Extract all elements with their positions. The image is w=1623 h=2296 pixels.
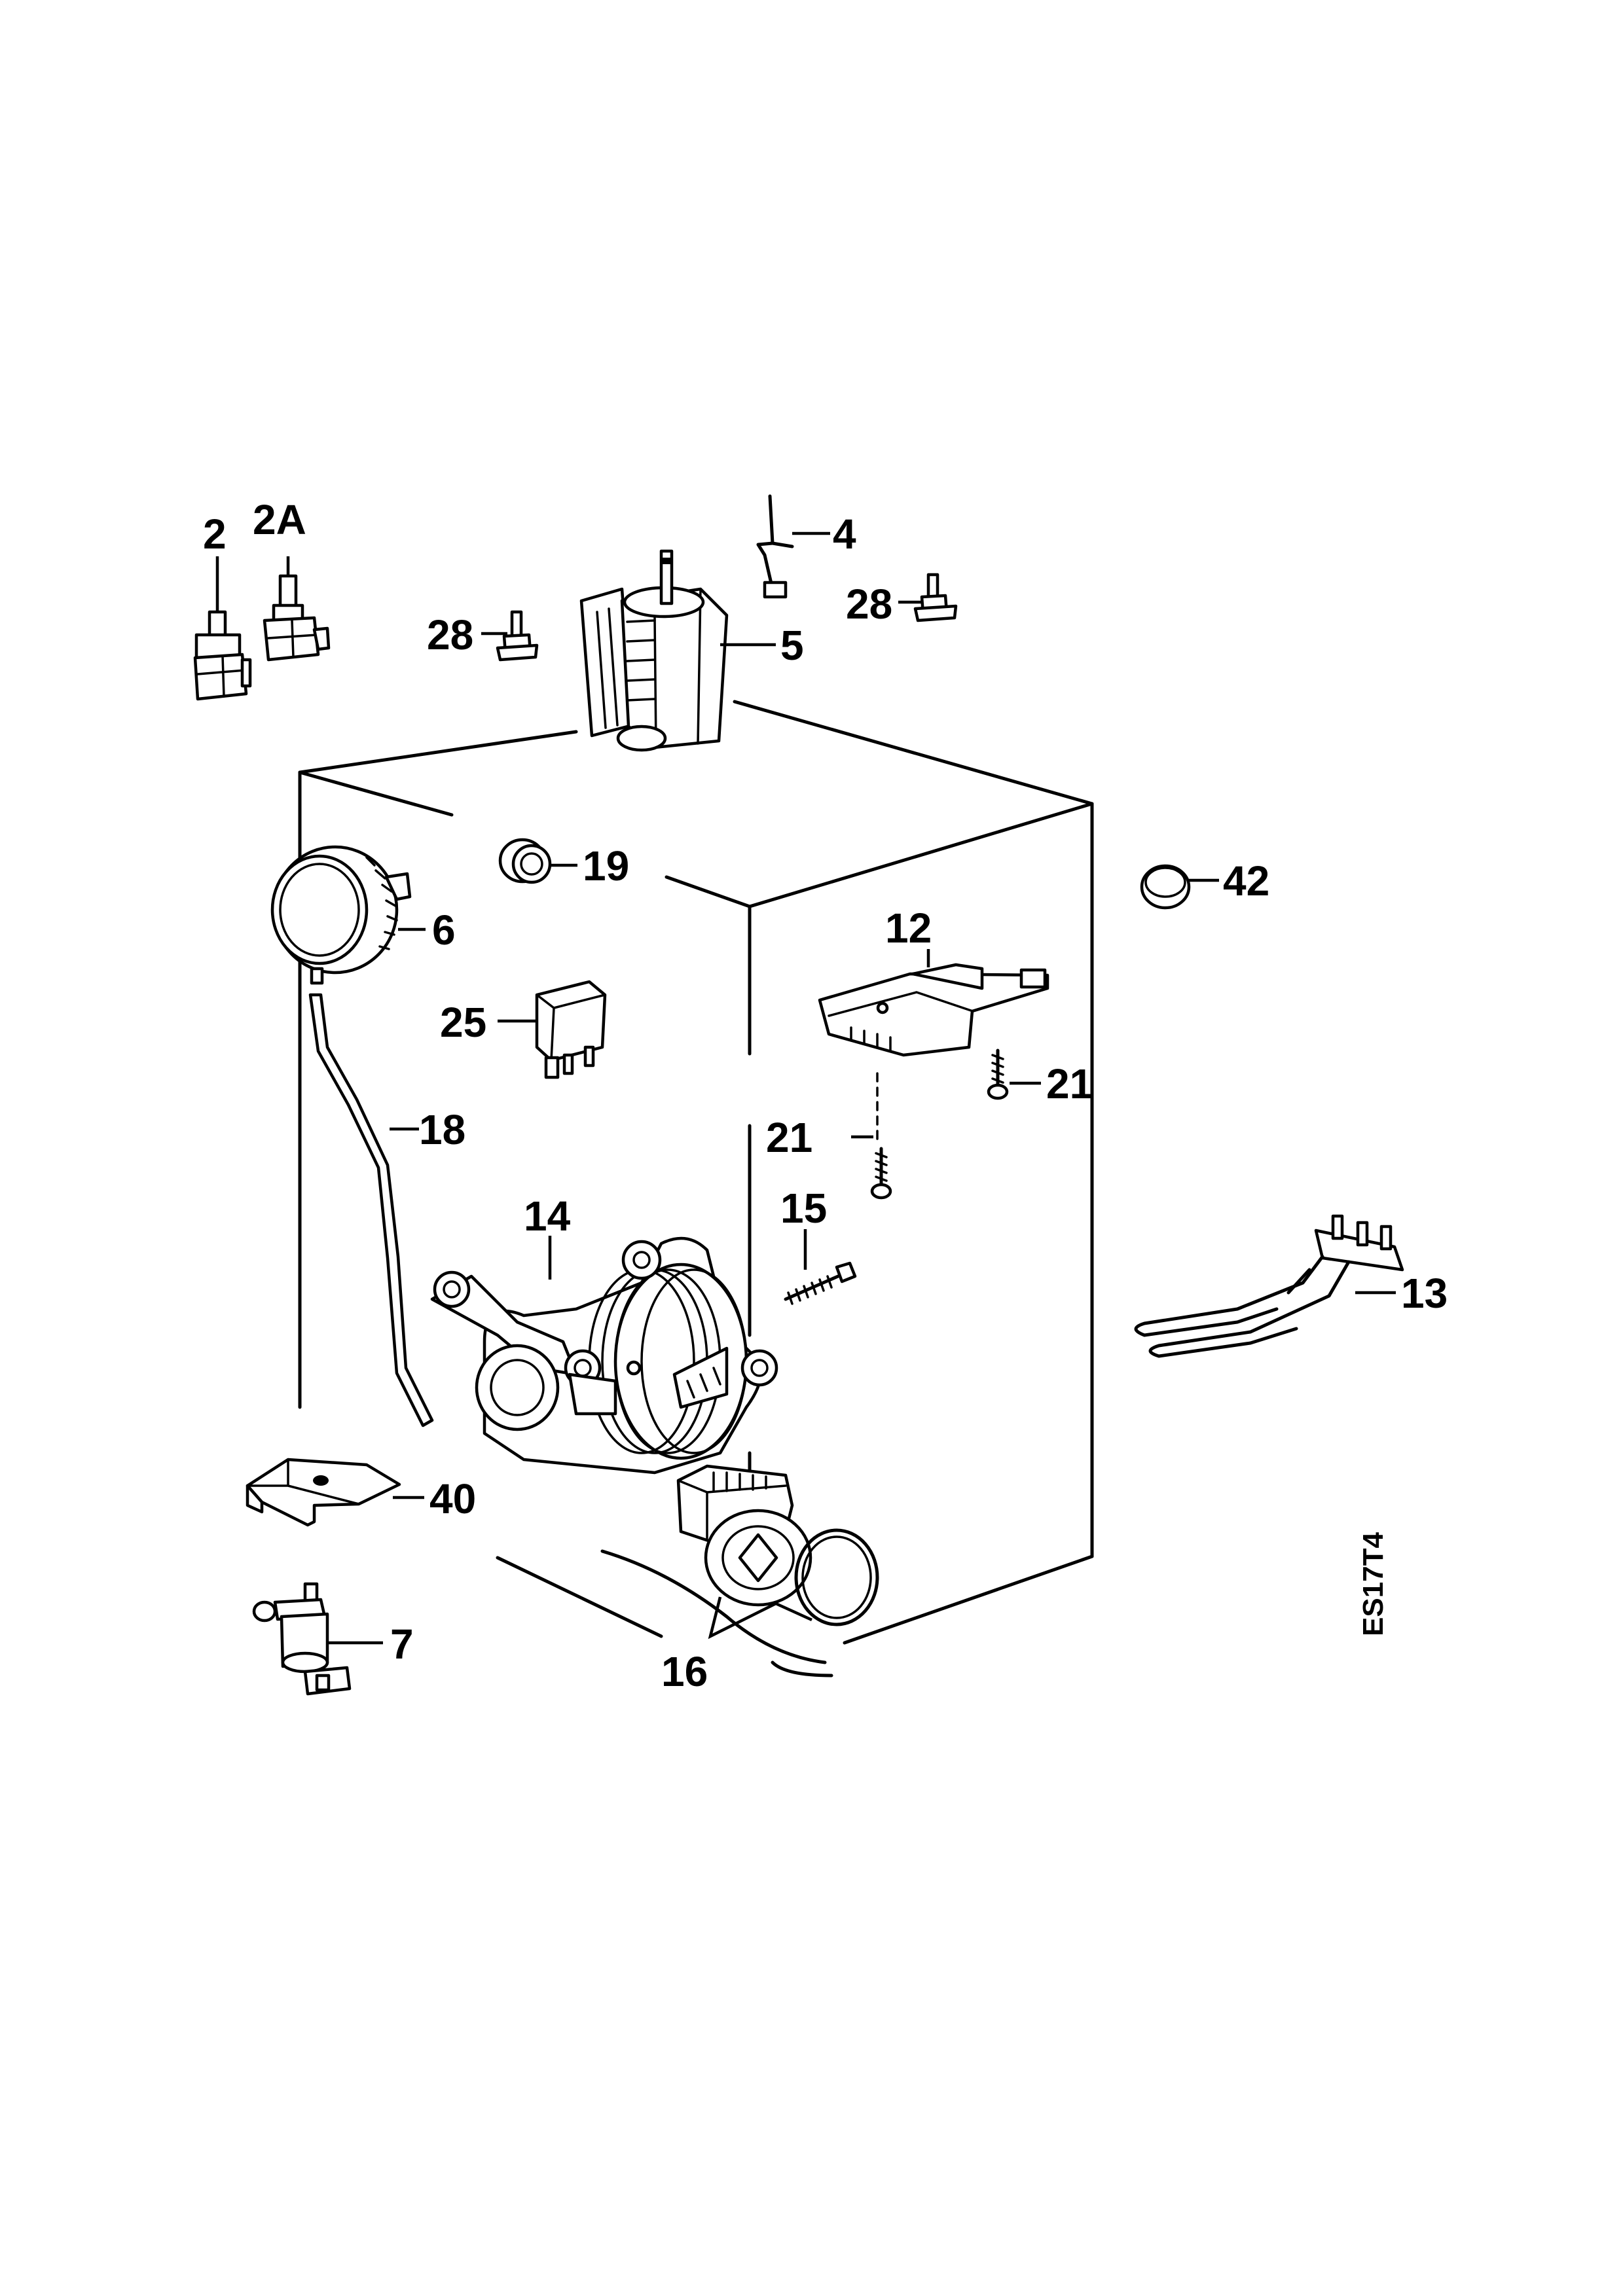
- water-valve-7: [252, 1582, 383, 1696]
- relay-25: [498, 980, 607, 1079]
- label-2: 2: [203, 511, 227, 558]
- label-5: 5: [780, 622, 804, 669]
- part-labels: 2 2A 4 5 28 28 19 42 6 12 25 21 21 18 13…: [203, 496, 1448, 1695]
- valve-28-right: [898, 573, 958, 622]
- screw-21-left: [851, 1135, 892, 1200]
- bracket-40: [246, 1458, 424, 1527]
- motor-14: [430, 1236, 778, 1475]
- selector-switch-2a: [263, 556, 331, 662]
- wire-harness-4: [756, 494, 830, 599]
- dispenser-unit-5: [579, 549, 776, 752]
- pressure-switch-6: [270, 845, 426, 985]
- button-42: [1140, 864, 1219, 910]
- drain-pump-16: [600, 1464, 879, 1677]
- bolt-15: [784, 1229, 857, 1305]
- label-4: 4: [833, 511, 856, 558]
- label-2a: 2A: [253, 496, 306, 543]
- label-18: 18: [419, 1106, 465, 1153]
- selector-switch-2: [193, 556, 252, 701]
- label-12: 12: [885, 905, 932, 952]
- label-42: 42: [1223, 857, 1269, 905]
- diagram-code: ES17T4: [1357, 1532, 1389, 1636]
- label-25: 25: [440, 999, 486, 1046]
- label-13: 13: [1401, 1270, 1448, 1317]
- label-28-left: 28: [427, 611, 473, 658]
- label-15: 15: [780, 1185, 827, 1232]
- label-14: 14: [524, 1193, 571, 1240]
- screw-21-right: [987, 1049, 1041, 1100]
- door-interlock-12: [818, 949, 1049, 1140]
- plug-19: [498, 838, 577, 884]
- label-28-right: 28: [846, 581, 892, 628]
- heating-element-13: [1134, 1214, 1404, 1358]
- label-19: 19: [583, 842, 629, 889]
- valve-28-left: [481, 610, 539, 662]
- label-16: 16: [661, 1648, 708, 1695]
- label-40: 40: [429, 1475, 476, 1522]
- label-6: 6: [432, 906, 456, 954]
- hose-18: [308, 993, 434, 1427]
- label-7: 7: [390, 1621, 414, 1668]
- label-21-right: 21: [1046, 1060, 1093, 1107]
- cabinet-outline: [298, 700, 1094, 1645]
- label-21-left: 21: [766, 1114, 812, 1161]
